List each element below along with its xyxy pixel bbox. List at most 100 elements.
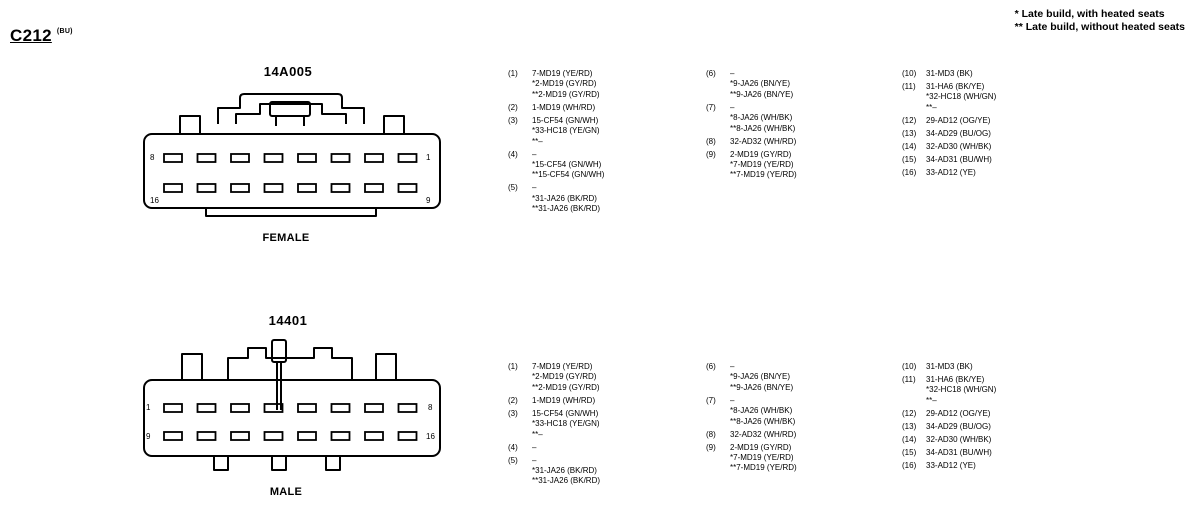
circuit-line: 34-AD31 (BU/WH) xyxy=(926,154,992,164)
pin-entry: (2)1-MD19 (WH/RD) xyxy=(508,103,604,113)
circuit-line: *2-MD19 (GY/RD) xyxy=(532,79,597,89)
pin-entry: (16)33-AD12 (YE) xyxy=(902,461,996,471)
circuit-line: – xyxy=(532,149,537,159)
pin-number: (5) xyxy=(508,183,518,193)
circuit-line: 1-MD19 (WH/RD) xyxy=(532,395,596,405)
circuit-line: *9-JA26 (BN/YE) xyxy=(730,79,791,89)
male-cavity xyxy=(163,431,183,441)
pin-circuits: 31-MD3 (BK) xyxy=(926,362,973,372)
male-pin-label-8: 8 xyxy=(428,403,433,412)
circuit-line: **– xyxy=(926,395,937,405)
circuit-line: *7-MD19 (YE/RD) xyxy=(730,453,794,463)
circuit-line: *9-JA26 (BN/YE) xyxy=(730,372,791,382)
female-pin-label-16: 16 xyxy=(150,196,159,205)
pin-entry: (14)32-AD30 (WH/BK) xyxy=(902,435,996,445)
male-cavity xyxy=(196,431,217,441)
pin-entry: (10)31-MD3 (BK) xyxy=(902,69,996,79)
pin-circuits: –*15-CF54 (GN/WH)**15-CF54 (GN/WH) xyxy=(532,150,604,181)
male-cavity xyxy=(397,403,418,413)
pin-number: (16) xyxy=(902,167,917,177)
male-pin-column: (6)–*9-JA26 (BN/YE)**9-JA26 (BN/YE)(7)–*… xyxy=(706,362,797,476)
pin-entry: (5)–*31-JA26 (BK/RD)**31-JA26 (BK/RD) xyxy=(508,456,600,487)
male-cavity xyxy=(297,431,317,441)
circuit-line: **– xyxy=(532,136,543,146)
circuit-line: *32-HC18 (WH/GN) xyxy=(926,385,997,395)
female-pin-label-9: 9 xyxy=(426,196,431,205)
male-cavity xyxy=(330,431,351,441)
pin-circuits: 32-AD30 (WH/BK) xyxy=(926,435,991,445)
pin-number: (16) xyxy=(902,460,917,470)
circuit-line: **7-MD19 (YE/RD) xyxy=(730,170,797,180)
pin-circuits: 7-MD19 (YE/RD)*2-MD19 (GY/RD)**2-MD19 (G… xyxy=(532,69,600,100)
circuit-line: *7-MD19 (YE/RD) xyxy=(730,160,794,170)
female-pin-column: (10)31-MD3 (BK)(11)31-HA6 (BK/YE)*32-HC1… xyxy=(902,69,996,181)
circuit-line: *15-CF54 (GN/WH) xyxy=(532,160,602,170)
female-cavity xyxy=(230,153,250,163)
female-cavity xyxy=(397,183,418,193)
circuit-line: 29-AD12 (OG/YE) xyxy=(926,115,991,125)
pin-circuits: 15-CF54 (GN/WH)*33-HC18 (YE/GN)**– xyxy=(532,116,600,147)
pin-entry: (3) 15-CF54 (GN/WH)*33-HC18 (YE/GN)**– xyxy=(508,116,604,147)
pin-circuits: 32-AD32 (WH/RD) xyxy=(730,430,796,440)
pin-entry: (4)–*15-CF54 (GN/WH)**15-CF54 (GN/WH) xyxy=(508,150,604,181)
pin-circuits: –*31-JA26 (BK/RD)**31-JA26 (BK/RD) xyxy=(532,183,600,214)
female-label: FEMALE xyxy=(262,232,310,244)
male-pin-label-1: 1 xyxy=(146,403,151,412)
circuit-line: – xyxy=(532,442,537,452)
pin-entry: (13)34-AD29 (BU/OG) xyxy=(902,129,996,139)
pin-number: (11) xyxy=(902,82,916,91)
circuit-line: **– xyxy=(532,429,543,439)
circuit-line: **15-CF54 (GN/WH) xyxy=(532,170,605,180)
connector-title: C212(BU) xyxy=(10,26,73,46)
pin-circuits: –*31-JA26 (BK/RD)**31-JA26 (BK/RD) xyxy=(532,456,600,487)
pin-number: (3) xyxy=(508,115,518,125)
male-cavity xyxy=(196,403,217,413)
circuit-line: – xyxy=(532,455,537,465)
pin-circuits: 32-AD32 (WH/RD) xyxy=(730,137,796,147)
circuit-line: 7-MD19 (YE/RD) xyxy=(532,362,593,371)
male-pin-column: (1)7-MD19 (YE/RD)*2-MD19 (GY/RD)**2-MD19… xyxy=(508,362,600,489)
male-cavity xyxy=(263,403,284,413)
pin-circuits: 32-AD30 (WH/BK) xyxy=(926,142,991,152)
pin-number: (6) xyxy=(706,362,716,371)
male-cavity xyxy=(163,403,183,413)
pin-circuits: 34-AD31 (BU/WH) xyxy=(926,155,992,165)
pin-number: (2) xyxy=(508,395,518,405)
circuit-line: *2-MD19 (GY/RD) xyxy=(532,372,597,382)
circuit-line: 34-AD29 (BU/OG) xyxy=(926,421,991,431)
pin-circuits: –*9-JA26 (BN/YE)**9-JA26 (BN/YE) xyxy=(730,69,793,100)
pin-entry: (9)2-MD19 (GY/RD)*7-MD19 (YE/RD)**7-MD19… xyxy=(706,150,797,181)
pin-circuits: 34-AD29 (BU/OG) xyxy=(926,422,991,432)
pin-circuits: 31-MD3 (BK) xyxy=(926,69,973,79)
male-cavity xyxy=(263,431,284,441)
pin-number: (12) xyxy=(902,115,917,125)
male-pin-column: (10)31-MD3 (BK)(11)31-HA6 (BK/YE)*32-HC1… xyxy=(902,362,996,474)
male-cavity xyxy=(230,431,250,441)
circuit-line: 7-MD19 (YE/RD) xyxy=(532,69,593,78)
female-cavity xyxy=(230,183,250,193)
pin-entry: (10)31-MD3 (BK) xyxy=(902,362,996,372)
pin-number: (6) xyxy=(706,69,716,78)
pin-entry: (9)2-MD19 (GY/RD)*7-MD19 (YE/RD)**7-MD19… xyxy=(706,443,797,474)
female-cavity xyxy=(163,153,183,163)
pin-number: (13) xyxy=(902,128,917,138)
female-cavity xyxy=(297,153,317,163)
pin-entry: (1)7-MD19 (YE/RD)*2-MD19 (GY/RD)**2-MD19… xyxy=(508,69,604,100)
pin-circuits: 2-MD19 (GY/RD)*7-MD19 (YE/RD)**7-MD19 (Y… xyxy=(730,150,797,181)
circuit-line: 32-AD32 (WH/RD) xyxy=(730,429,797,439)
female-pin-column: (6)–*9-JA26 (BN/YE)**9-JA26 (BN/YE)(7)–*… xyxy=(706,69,797,183)
female-cavity xyxy=(263,153,284,163)
pin-number: (13) xyxy=(902,421,917,431)
female-pin-label-8: 8 xyxy=(150,153,155,162)
male-pin-label-9: 9 xyxy=(146,432,151,441)
male-cavity xyxy=(364,403,384,413)
male-cavity xyxy=(330,403,351,413)
pin-circuits: 29-AD12 (OG/YE) xyxy=(926,116,990,126)
circuit-line: *31-JA26 (BK/RD) xyxy=(532,466,597,476)
female-cavity xyxy=(196,183,217,193)
pin-entry: (3)15-CF54 (GN/WH)*33-HC18 (YE/GN)**– xyxy=(508,409,600,440)
male-cavity xyxy=(297,403,317,413)
pin-entry: (13) 34-AD29 (BU/OG) xyxy=(902,422,996,432)
pin-entry: (12)29-AD12 (OG/YE) xyxy=(902,409,996,419)
circuit-line: – xyxy=(730,102,735,112)
